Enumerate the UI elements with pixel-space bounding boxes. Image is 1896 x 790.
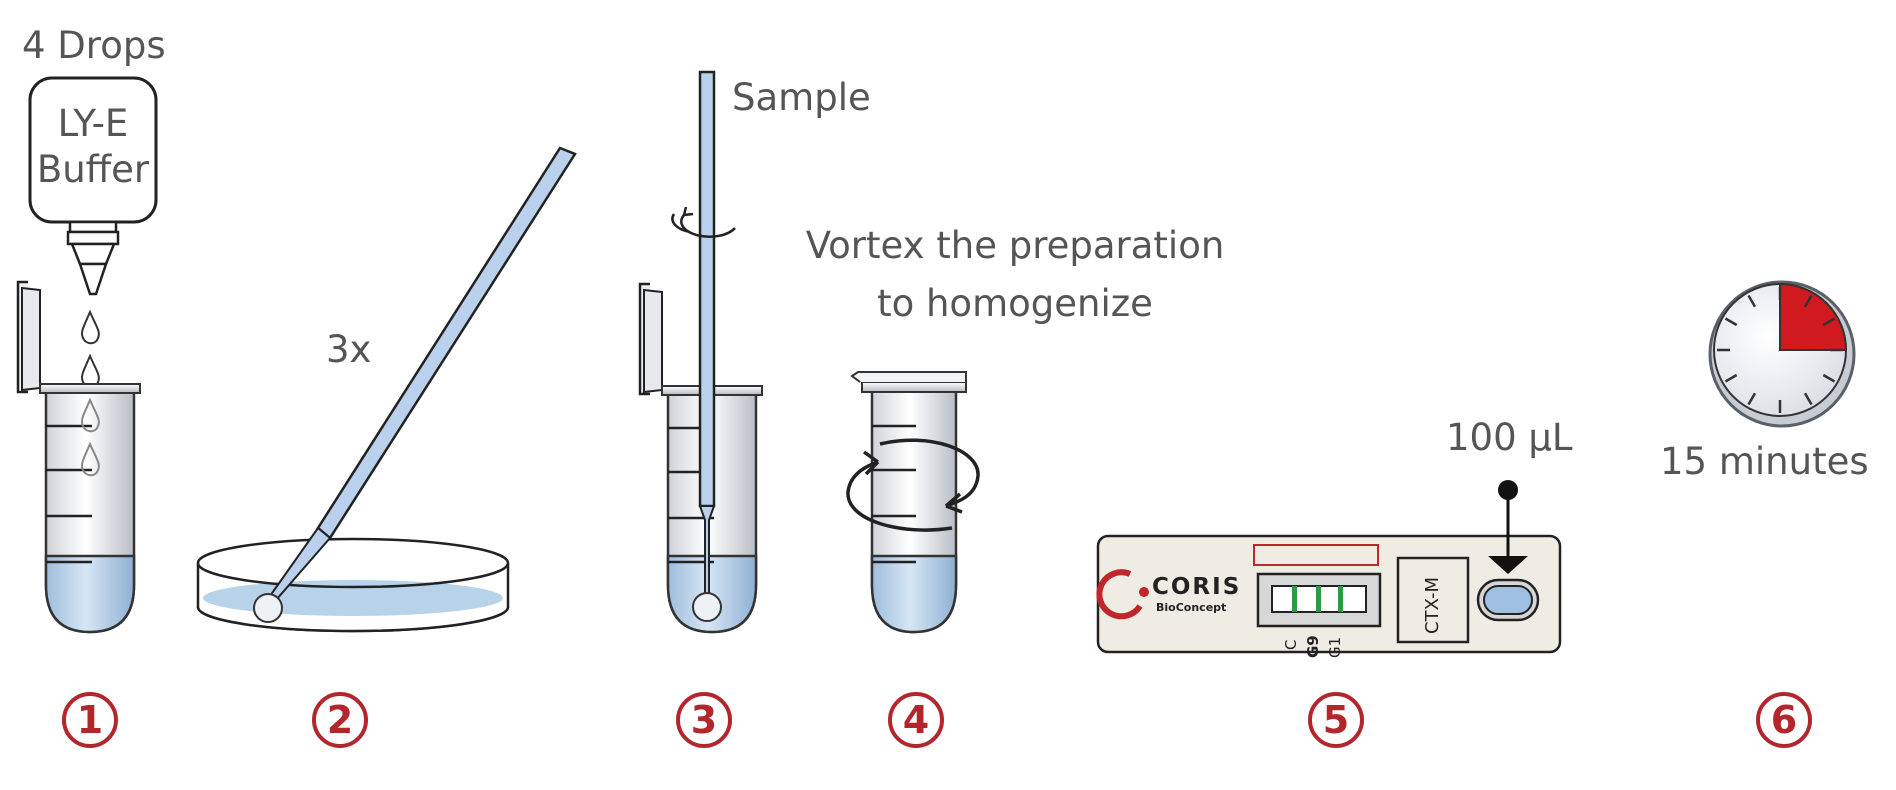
timer-tick [1822, 317, 1836, 327]
rotate-arrow-4 [846, 438, 980, 532]
timer-tick [1747, 392, 1757, 406]
repeat-label: 3x [326, 328, 372, 371]
step-5-badge: 5 [1308, 692, 1364, 748]
timer-elapsed-wedge [1779, 282, 1848, 351]
step-2-badge: 2 [312, 692, 368, 748]
timer-tick [1747, 294, 1757, 308]
step-6-badge: 6 [1756, 692, 1812, 748]
timer-tick [1803, 294, 1813, 308]
tube-1 [16, 280, 141, 634]
tube-3 [638, 70, 763, 634]
test-cassette [1096, 534, 1562, 654]
buffer-bottle [28, 76, 158, 296]
pipette-arrow [1488, 480, 1528, 574]
drops-label: 4 Drops [22, 24, 166, 67]
cassette-brand-sub: BioConcept [1156, 601, 1227, 614]
cassette-test-name: CTX-M [1422, 576, 1443, 634]
cassette-brand: CORIS [1152, 574, 1242, 600]
step-4-badge: 4 [888, 692, 944, 748]
swab-2 [253, 146, 577, 623]
timer-tick [1803, 392, 1813, 406]
vortex-label-line2: to homogenize [877, 282, 1153, 325]
timer-clock [1708, 280, 1856, 428]
cassette-line-g1: G1 [1326, 636, 1344, 658]
step-1-badge: 1 [62, 692, 118, 748]
buffer-label-line1: LY-E [57, 102, 129, 145]
volume-label: 100 µL [1446, 416, 1573, 459]
buffer-label-line2: Buffer [36, 148, 150, 191]
step-3-badge: 3 [676, 692, 732, 748]
rotate-arrow-3 [671, 206, 736, 238]
vortex-label-line1: Vortex the preparation [805, 224, 1225, 267]
petri-dish [196, 537, 510, 633]
timer-tick [1724, 373, 1738, 383]
sample-label: Sample [732, 76, 871, 119]
time-label: 15 minutes [1660, 440, 1869, 483]
tube-4 [850, 371, 967, 634]
timer-tick [1724, 317, 1738, 327]
buffer-drops [80, 309, 100, 389]
cassette-line-g9: G9 [1304, 635, 1322, 658]
timer-tick [1822, 373, 1836, 383]
cassette-line-c: C [1282, 639, 1300, 650]
